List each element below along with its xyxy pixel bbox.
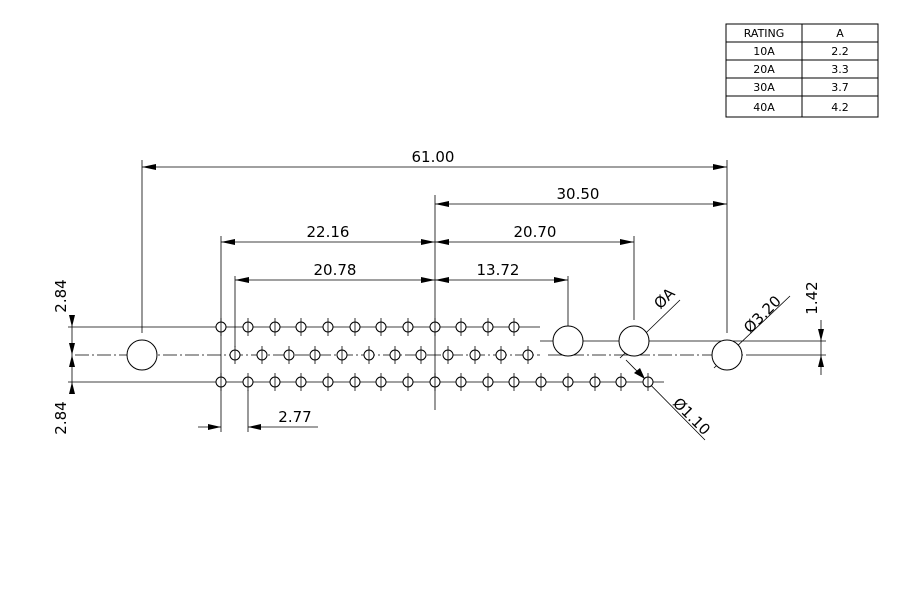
label-left-span: 22.16 (307, 223, 350, 241)
label-left-middle: 20.78 (314, 261, 357, 279)
mounting-holes (126, 325, 743, 371)
middle-pin-row (229, 346, 534, 364)
arrowhead (69, 355, 75, 367)
label-hole-a: ØA (650, 284, 679, 313)
arrowhead (69, 382, 75, 394)
arrowhead (554, 277, 568, 283)
a-cell: 2.2 (831, 45, 849, 58)
arrowhead (221, 239, 235, 245)
label-mount-offset: 1.42 (803, 281, 821, 314)
label-mount-hole: Ø3.20 (740, 292, 785, 337)
label-half: 30.50 (557, 185, 600, 203)
label-right-span: 20.70 (514, 223, 557, 241)
arrowhead (435, 201, 449, 207)
rating-cell: 10A (753, 45, 775, 58)
arrowhead (818, 329, 824, 341)
arrowhead (69, 315, 75, 327)
power-hole-a (618, 325, 650, 357)
arrowhead (713, 201, 727, 207)
arrowhead (713, 164, 727, 170)
dimension-labels: 61.00 30.50 22.16 20.70 20.78 13.72 2.77… (52, 148, 821, 439)
arrowhead (142, 164, 156, 170)
rating-header: RATING (744, 27, 785, 40)
a-cell: 3.3 (831, 63, 849, 76)
extension-lines (141, 160, 728, 432)
arrowhead (435, 239, 449, 245)
arrowhead (435, 277, 449, 283)
dimension-lines (69, 164, 824, 441)
rating-cell: 20A (753, 63, 775, 76)
label-pitch: 2.77 (278, 408, 311, 426)
arrowhead (818, 355, 824, 367)
label-pin-hole: Ø1.10 (669, 394, 714, 439)
top-pin-row (215, 318, 520, 336)
arrowhead (235, 277, 249, 283)
power-hole (552, 325, 584, 357)
bottom-pin-row (215, 373, 654, 391)
arrowhead (634, 368, 645, 379)
arrowhead (69, 343, 75, 355)
rating-cell: 40A (753, 101, 775, 114)
a-cell: 3.7 (831, 81, 849, 94)
rating-table: RATING A 10A 2.2 20A 3.3 30A 3.7 40A 4.2 (725, 23, 879, 118)
label-row-offset-top: 2.84 (52, 279, 70, 312)
label-overall: 61.00 (412, 148, 455, 166)
right-mount-hole (711, 339, 743, 371)
arrowhead (421, 277, 435, 283)
rating-cell: 30A (753, 81, 775, 94)
arrowhead (208, 424, 221, 430)
left-mount-hole (126, 339, 158, 371)
arrowhead (248, 424, 261, 430)
label-right-middle: 13.72 (477, 261, 520, 279)
a-header: A (836, 27, 844, 40)
arrowhead (421, 239, 435, 245)
label-row-offset-bottom: 2.84 (52, 401, 70, 434)
a-cell: 4.2 (831, 101, 849, 114)
arrowhead (620, 239, 634, 245)
